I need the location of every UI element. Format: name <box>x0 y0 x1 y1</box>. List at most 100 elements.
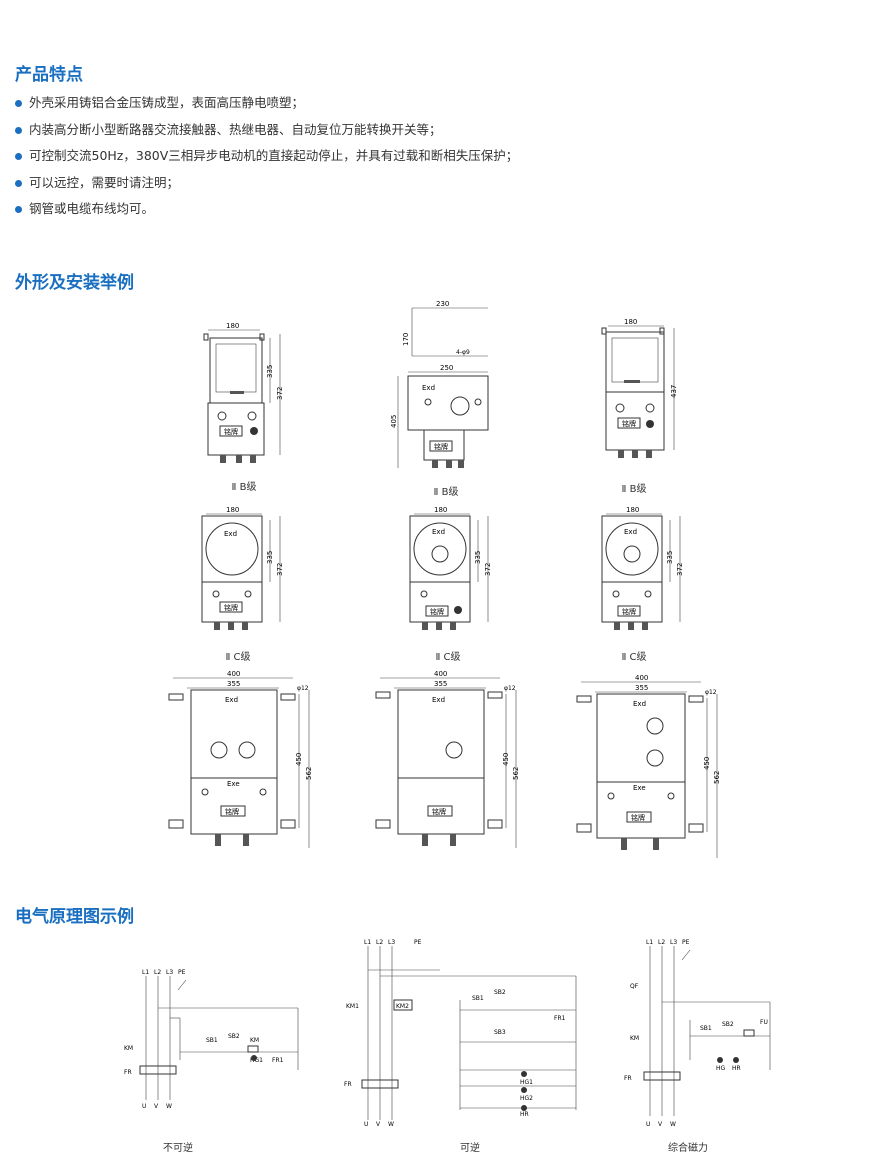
features-list: 外壳采用铸铝合金压铸成型，表面高压静电喷塑； 内装高分断小型断路器交流接触器、热… <box>15 90 518 223</box>
svg-text:372: 372 <box>276 387 284 400</box>
svg-text:φ12: φ12 <box>504 685 516 692</box>
drawing-r3-3: 400 355 φ12 Exd Exe 铭牌 450 562 <box>573 672 733 872</box>
circuit-1: L1 L2 L3 PE KM FR U V W SB1 SB2 KM HG1 F… <box>120 960 310 1120</box>
drawing-r3-1: 400 355 φ12 Exd Exe 铭牌 450 562 <box>165 668 325 868</box>
svg-text:180: 180 <box>226 506 239 514</box>
svg-text:Exd: Exd <box>633 700 646 708</box>
svg-text:HG2: HG2 <box>520 1095 533 1102</box>
svg-text:355: 355 <box>635 684 648 692</box>
svg-text:400: 400 <box>227 670 240 678</box>
caption-r1-2: Ⅱ B级 <box>433 487 459 498</box>
svg-text:Exd: Exd <box>624 528 637 536</box>
svg-text:180: 180 <box>624 318 637 326</box>
drawing-r3-2: 400 355 φ12 Exd 铭牌 450 562 <box>372 668 532 868</box>
svg-text:SB1: SB1 <box>700 1025 712 1032</box>
svg-text:φ12: φ12 <box>705 689 717 696</box>
svg-text:HG1: HG1 <box>250 1057 263 1064</box>
caption-circuit-1: 不可逆 <box>163 1143 193 1154</box>
bullet-icon <box>15 179 22 187</box>
svg-text:铭牌: 铭牌 <box>225 807 239 816</box>
svg-text:FR: FR <box>124 1069 132 1076</box>
svg-text:400: 400 <box>635 674 648 682</box>
svg-text:SB2: SB2 <box>494 989 506 996</box>
caption-r2-3: Ⅱ C级 <box>621 652 647 663</box>
caption-circuit-3: 综合磁力 <box>668 1143 708 1154</box>
svg-text:170: 170 <box>402 333 410 346</box>
svg-text:FR1: FR1 <box>554 1015 566 1022</box>
svg-text:355: 355 <box>227 680 240 688</box>
svg-text:HG: HG <box>716 1065 726 1072</box>
svg-text:335: 335 <box>266 551 274 564</box>
drawing-r2-2: 180 Exd 铭牌 335 372 <box>400 502 510 650</box>
caption-r1-1: Ⅱ B级 <box>231 482 257 493</box>
svg-text:335: 335 <box>666 551 674 564</box>
svg-text:KM: KM <box>250 1037 259 1044</box>
svg-text:562: 562 <box>713 771 721 784</box>
drawing-r1-3: 180 铭牌 437 <box>594 314 704 474</box>
svg-text:355: 355 <box>434 680 447 688</box>
svg-text:180: 180 <box>226 322 239 330</box>
svg-text:Exd: Exd <box>422 384 435 392</box>
svg-text:562: 562 <box>512 767 520 780</box>
feature-item: 外壳采用铸铝合金压铸成型，表面高压静电喷塑； <box>15 90 518 117</box>
svg-text:QF: QF <box>630 983 639 990</box>
drawing-r1-1: 180 铭牌 335 372 <box>190 318 300 478</box>
svg-text:U: U <box>646 1121 650 1128</box>
svg-text:4-φ9: 4-φ9 <box>456 349 470 356</box>
svg-text:SB1: SB1 <box>472 995 484 1002</box>
svg-text:250: 250 <box>440 364 453 372</box>
svg-text:U: U <box>364 1121 368 1128</box>
svg-text:L3: L3 <box>166 969 173 976</box>
svg-text:KM1: KM1 <box>346 1003 359 1010</box>
svg-text:U: U <box>142 1103 146 1110</box>
svg-text:W: W <box>670 1121 676 1128</box>
svg-text:SB2: SB2 <box>722 1021 734 1028</box>
svg-text:FR: FR <box>624 1075 632 1082</box>
svg-text:FR1: FR1 <box>272 1057 284 1064</box>
svg-text:SB2: SB2 <box>228 1033 240 1040</box>
svg-text:L1: L1 <box>142 969 149 976</box>
feature-item: 可控制交流50Hz，380V三相异步电动机的直接起动停止，并具有过载和断相失压保… <box>15 143 518 170</box>
svg-text:KM: KM <box>630 1035 639 1042</box>
svg-text:372: 372 <box>676 563 684 576</box>
svg-text:Exe: Exe <box>227 780 240 788</box>
svg-text:180: 180 <box>434 506 447 514</box>
svg-text:KM: KM <box>124 1045 133 1052</box>
svg-text:铭牌: 铭牌 <box>224 427 238 436</box>
svg-text:335: 335 <box>266 365 274 378</box>
bullet-icon <box>15 206 22 213</box>
svg-text:230: 230 <box>436 300 449 308</box>
svg-text:PE: PE <box>178 969 186 976</box>
svg-text:铭牌: 铭牌 <box>432 807 446 816</box>
svg-text:450: 450 <box>703 757 711 770</box>
circuit-2: L1 L2 L3 PE KM1 KM2 FR U V W SB1 SB2 SB3… <box>340 930 580 1130</box>
caption-r2-2: Ⅱ C级 <box>435 652 461 663</box>
drawing-r1-2: 230 170 4-φ9 250 Exd 铭牌 405 <box>390 298 500 488</box>
bullet-icon <box>15 126 22 134</box>
svg-text:372: 372 <box>484 563 492 576</box>
svg-text:FU: FU <box>760 1019 768 1026</box>
svg-text:W: W <box>388 1121 394 1128</box>
svg-text:SB3: SB3 <box>494 1029 506 1036</box>
svg-text:KM2: KM2 <box>396 1003 409 1010</box>
svg-text:W: W <box>166 1103 172 1110</box>
svg-text:铭牌: 铭牌 <box>631 813 645 822</box>
svg-text:Exe: Exe <box>633 784 646 792</box>
feature-item: 可以远控，需要时请注明； <box>15 170 518 197</box>
caption-r2-1: Ⅱ C级 <box>225 652 251 663</box>
svg-text:铭牌: 铭牌 <box>434 442 448 451</box>
svg-text:L3: L3 <box>670 939 677 946</box>
svg-text:L1: L1 <box>646 939 653 946</box>
svg-text:L2: L2 <box>376 939 383 946</box>
svg-text:FR: FR <box>344 1081 352 1088</box>
svg-text:铭牌: 铭牌 <box>622 607 636 616</box>
drawing-r2-1: 180 Exd 铭牌 335 372 <box>192 502 302 650</box>
svg-text:SB1: SB1 <box>206 1037 218 1044</box>
svg-text:铭牌: 铭牌 <box>622 419 636 428</box>
bullet-icon <box>15 153 22 160</box>
svg-text:Exd: Exd <box>432 528 445 536</box>
circuit-title: 电气原理图示例 <box>15 907 134 927</box>
features-title: 产品特点 <box>15 65 83 85</box>
svg-text:V: V <box>376 1121 381 1128</box>
feature-item: 钢管或电缆布线均可。 <box>15 196 518 223</box>
